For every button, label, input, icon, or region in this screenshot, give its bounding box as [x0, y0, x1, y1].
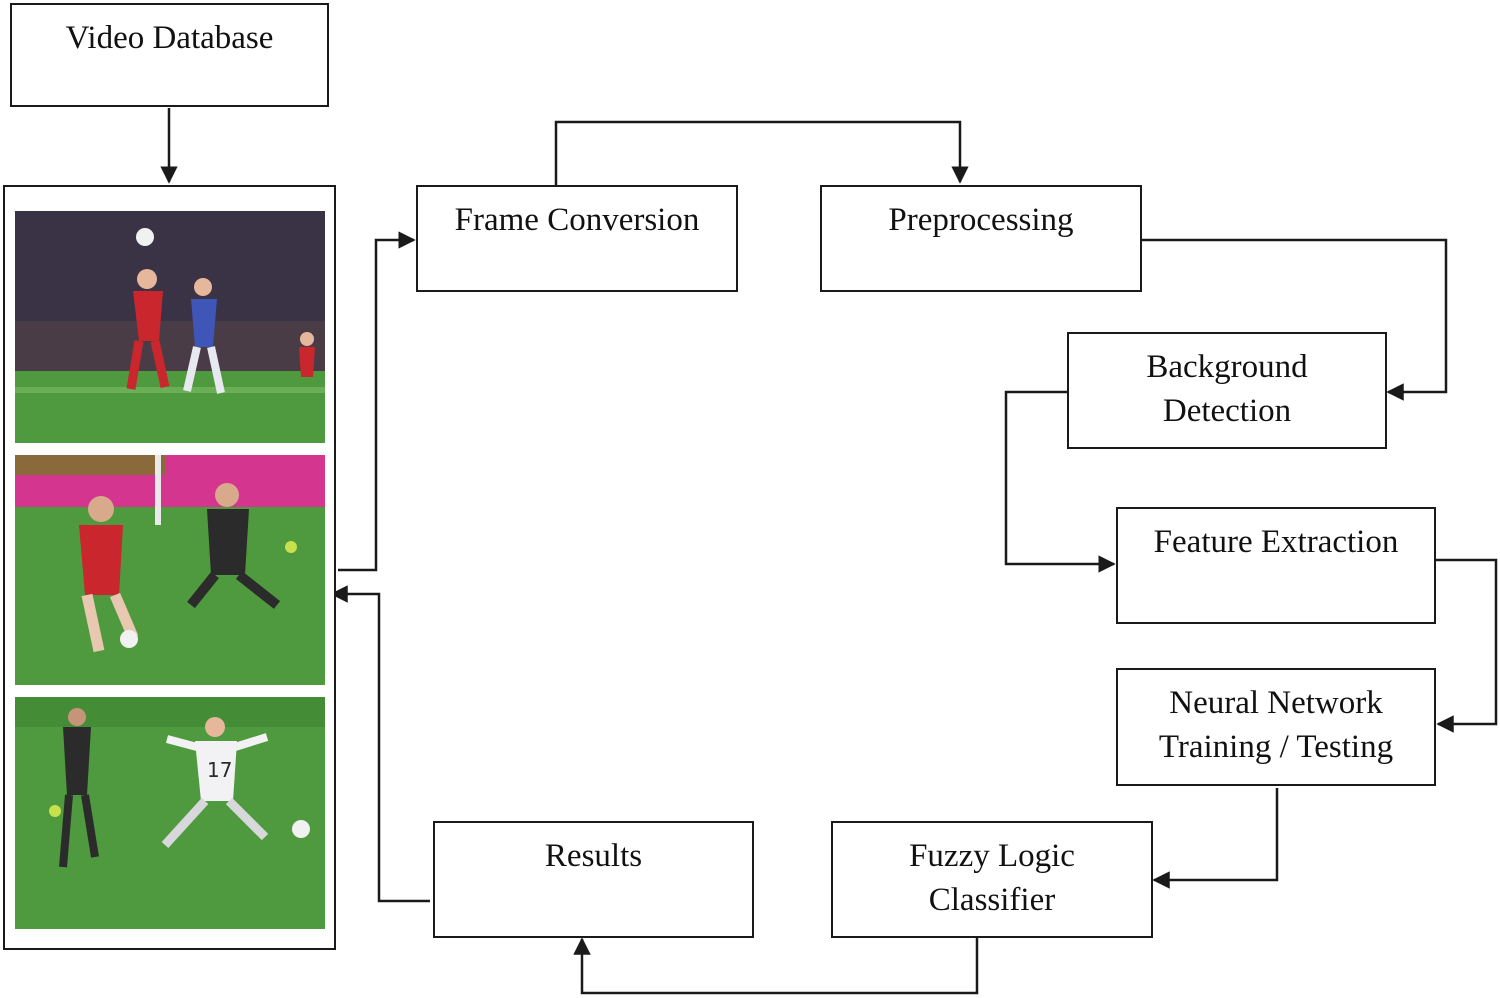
arrow-preprocessing-to-background [1142, 238, 1448, 401]
feature-extraction-box: Feature Extraction [1116, 507, 1436, 624]
arrow-frames-to-frame-conversion [338, 231, 416, 572]
results-box: Results [433, 821, 754, 938]
background-detection-box: Background Detection [1067, 332, 1387, 449]
frame-conversion-box: Frame Conversion [416, 185, 738, 292]
frame-conversion-label: Frame Conversion [454, 202, 700, 238]
video-database-label: Video Database [65, 20, 274, 56]
arrow-fuzzy-to-results [573, 935, 979, 995]
arrow-background-to-feature [1004, 390, 1116, 573]
video-frame-3: 17 [15, 697, 325, 929]
arrow-frame-conversion-to-preprocessing [554, 120, 969, 185]
jersey-number: 17 [207, 758, 232, 782]
preprocessing-box: Preprocessing [820, 185, 1142, 292]
arrow-neural-to-fuzzy [1152, 788, 1279, 889]
video-frames-panel: 17 [3, 185, 336, 950]
video-database-box: Video Database [10, 3, 329, 107]
background-detection-label-line1: Background [1146, 349, 1308, 385]
goalkeeper [187, 483, 297, 609]
player-red-attacker [79, 496, 139, 653]
player-red-1 [126, 269, 170, 390]
fuzzy-logic-box: Fuzzy Logic Classifier [831, 821, 1153, 938]
player-red-2 [299, 332, 315, 377]
preprocessing-label: Preprocessing [888, 202, 1074, 238]
fuzzy-logic-label-line2: Classifier [928, 881, 1056, 918]
arrow-feature-to-neural [1435, 558, 1498, 733]
background-detection-label-line2: Detection [1162, 392, 1292, 429]
arrow-results-to-frames [330, 585, 430, 903]
player-white: 17 [161, 717, 269, 849]
fuzzy-logic-label-line1: Fuzzy Logic [909, 838, 1075, 874]
video-frame-2 [15, 455, 325, 685]
neural-network-label-line1: Neural Network [1169, 685, 1383, 721]
results-label: Results [544, 838, 643, 874]
feature-extraction-label: Feature Extraction [1153, 524, 1399, 560]
video-frame-1 [15, 211, 325, 443]
player-dark [49, 708, 99, 868]
player-blue-1 [183, 278, 225, 394]
neural-network-box: Neural Network Training / Testing [1116, 668, 1436, 786]
neural-network-label-line2: Training / Testing [1158, 728, 1394, 765]
